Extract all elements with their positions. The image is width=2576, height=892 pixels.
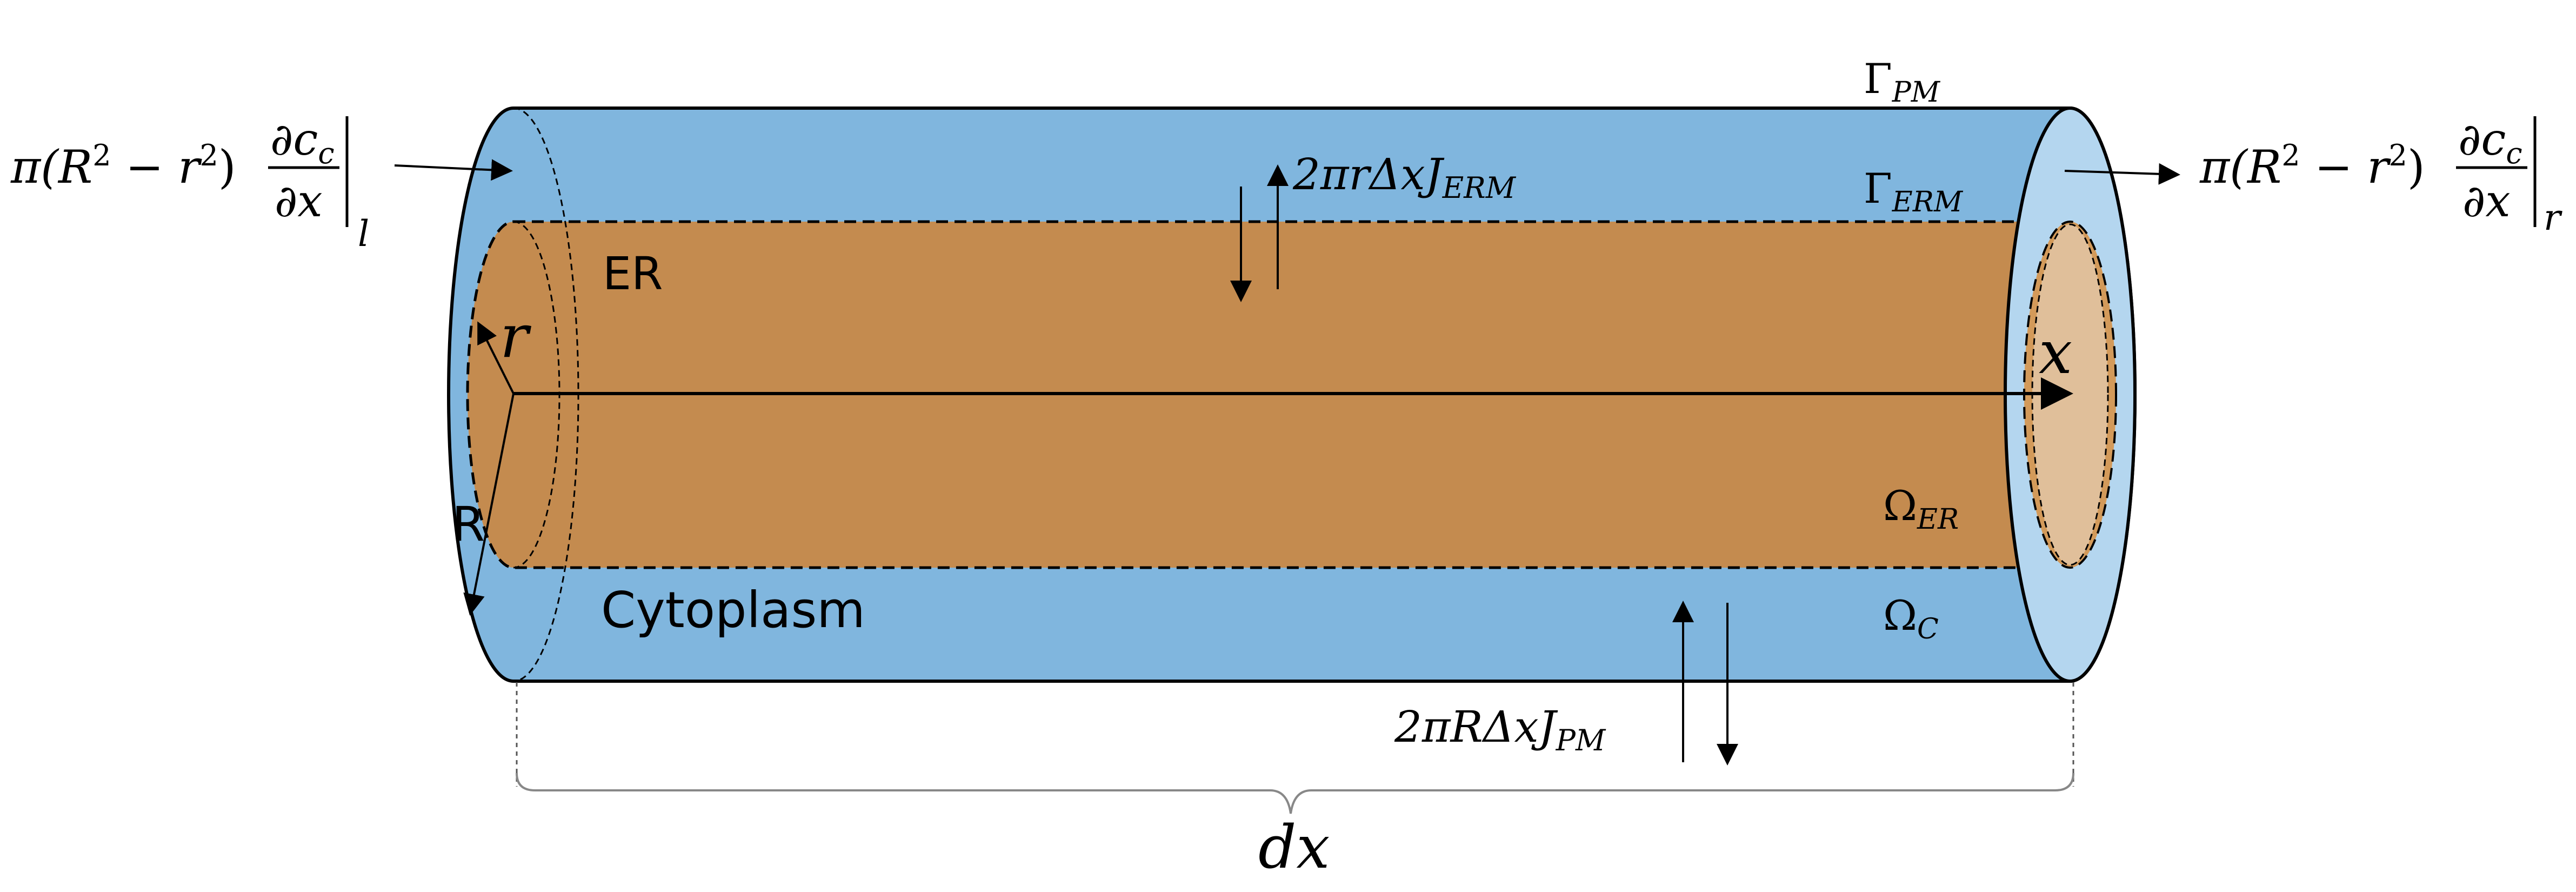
svg-text:∂cc: ∂cc — [2458, 114, 2522, 170]
svg-text:r: r — [2544, 197, 2562, 238]
flux-left-expression: π(R2 − r2) ∂cc ∂x l — [10, 114, 369, 255]
flux-left-arrow — [394, 159, 513, 181]
svg-text:∂x: ∂x — [275, 176, 323, 227]
R-radius-arrow — [463, 393, 515, 616]
flux-right-arrow — [2064, 163, 2180, 185]
svg-text:π(R2 − r2): π(R2 − r2) — [10, 138, 236, 194]
gamma-pm-label: ΓPM — [1864, 55, 1941, 109]
dx-label: dx — [1258, 813, 1330, 882]
dx-brace — [516, 773, 2074, 814]
r-axis-label: r — [500, 302, 532, 371]
R-axis-label: R — [452, 496, 485, 552]
omega-c-label: ΩC — [1883, 591, 1939, 645]
erm-flux-label: 2πrΔxJERM — [1292, 149, 1517, 205]
svg-text:∂x: ∂x — [2462, 176, 2511, 227]
cytoplasm-label: Cytoplasm — [601, 581, 865, 639]
pm-flux-label: 2πRΔxJPM — [1394, 702, 1606, 757]
r-radius-arrow — [477, 321, 515, 394]
x-axis-label: x — [2039, 318, 2072, 387]
svg-text:∂cc: ∂cc — [270, 114, 335, 170]
flux-right-expression: π(R2 − r2) ∂cc ∂x r — [2199, 114, 2562, 238]
svg-text:l: l — [358, 213, 369, 255]
er-label: ER — [603, 247, 663, 300]
gamma-erm-label: ΓERM — [1864, 164, 1964, 218]
omega-er-label: ΩER — [1883, 482, 1959, 536]
svg-text:π(R2 − r2): π(R2 − r2) — [2199, 138, 2425, 194]
